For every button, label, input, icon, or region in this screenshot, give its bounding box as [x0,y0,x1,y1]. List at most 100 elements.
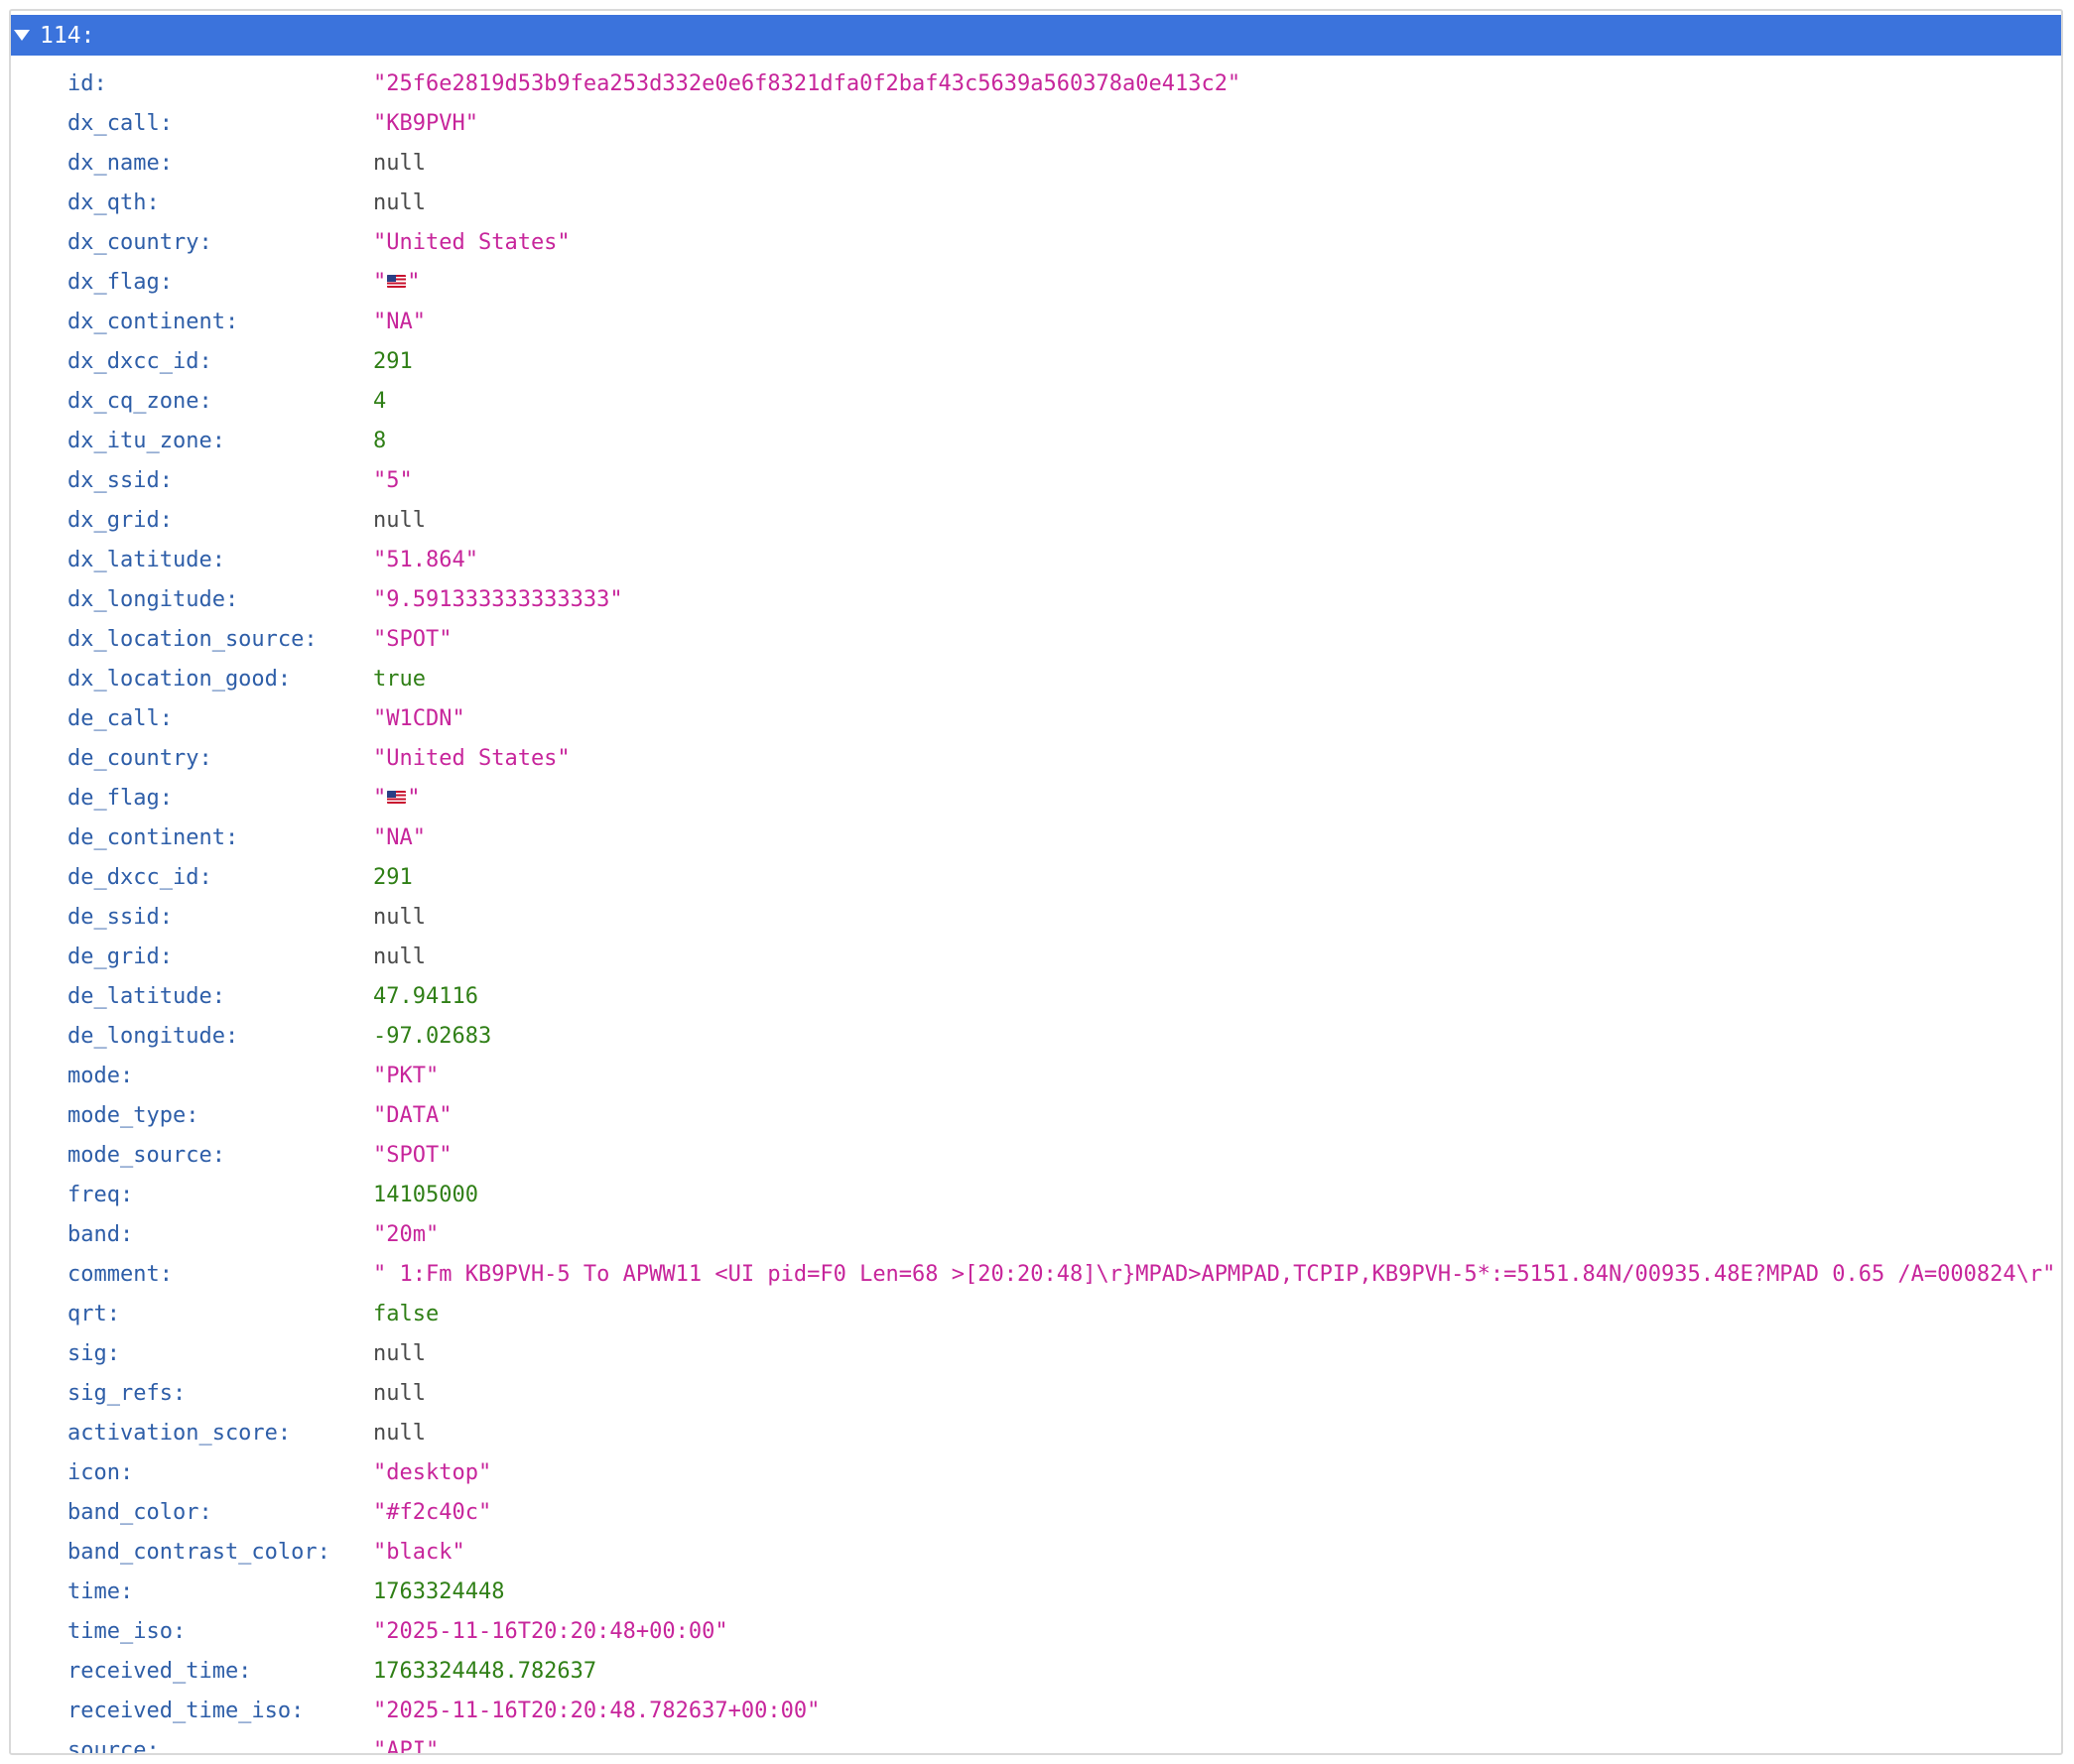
property-key: qrt: [67,1302,120,1326]
property-value: 14105000 [373,1183,478,1207]
object-node-header[interactable]: 114: [11,15,2061,56]
property-key: received_time: [67,1659,252,1684]
property-key: dx_itu_zone: [67,429,225,453]
property-key: band_contrast_color: [67,1540,330,1565]
property-row: id: "25f6e2819d53b9fea253d332e0e6f8321dfa… [11,64,2061,104]
property-key: dx_location_source: [67,627,318,652]
property-row: time_iso:"2025-11-16T20:20:48+00:00" [11,1612,2061,1652]
property-key: dx_continent: [67,310,239,334]
property-row: activation_score: null [11,1414,2061,1453]
property-key: dx_latitude: [67,548,225,572]
property-value: "51.864" [373,548,478,572]
property-key: de_flag: [67,786,173,811]
property-value: "PKT" [373,1064,440,1088]
property-row: de_country: "United States" [11,739,2061,779]
property-key: de_latitude: [67,984,225,1009]
property-row: source: "API" [11,1731,2061,1755]
property-row: freq: 14105000 [11,1176,2061,1215]
property-row: de_flag: "" [11,779,2061,819]
property-key: received_time_iso: [67,1699,305,1723]
property-value: null [373,151,426,176]
property-key: band_color: [67,1500,212,1525]
property-value: 4 [373,389,387,414]
property-row: dx_country:"United States" [11,223,2061,263]
property-row: dx_cq_zone: 4 [11,382,2061,422]
property-row: dx_location_good:true [11,660,2061,699]
property-key: mode_source: [67,1143,225,1168]
property-value: "United States" [373,746,571,771]
property-row: band_contrast_color: "black" [11,1533,2061,1573]
property-row: received_time_iso:"2025-11-16T20:20:48.7… [11,1692,2061,1731]
property-value: "NA" [373,825,426,850]
property-row: dx_location_source:"SPOT" [11,620,2061,660]
property-row: comment:" 1:Fm KB9PVH-5 To APWW11 <UI pi… [11,1255,2061,1295]
property-key: id: [67,71,107,96]
property-key: time_iso: [67,1619,187,1644]
property-value: "KB9PVH" [373,111,478,136]
property-value: "W1CDN" [373,706,465,731]
property-value: 47.94116 [373,984,478,1009]
us-flag-icon [387,275,407,288]
property-key: de_country: [67,746,212,771]
property-key: mode: [67,1064,134,1088]
property-row: time:1763324448 [11,1573,2061,1612]
property-row: dx_ssid: "5" [11,461,2061,501]
property-value: null [373,1381,426,1406]
property-value: "DATA" [373,1103,453,1128]
property-key: dx_ssid: [67,468,173,493]
property-value: false [373,1302,440,1326]
property-row: icon:"desktop" [11,1453,2061,1493]
property-key: dx_cq_zone: [67,389,212,414]
json-viewer-panel: 114: id: "25f6e2819d53b9fea253d332e0e6f83… [9,9,2063,1755]
property-key: source: [67,1738,160,1755]
property-value: 1763324448 [373,1579,505,1604]
property-key: dx_longitude: [67,587,239,612]
property-row: sig:null [11,1334,2061,1374]
property-value: "20m" [373,1222,440,1247]
property-row: de_longitude:-97.02683 [11,1017,2061,1057]
property-key: sig_refs: [67,1381,187,1406]
property-row: dx_longitude:"9.591333333333333" [11,580,2061,620]
property-value: "#f2c40c" [373,1500,492,1525]
property-row: qrt: false [11,1295,2061,1334]
property-key: band: [67,1222,134,1247]
property-row: band_color: "#f2c40c" [11,1493,2061,1533]
property-key: dx_location_good: [67,667,292,692]
property-key: de_call: [67,706,173,731]
property-row: de_call: "W1CDN" [11,699,2061,739]
property-key: de_continent: [67,825,239,850]
property-value: "25f6e2819d53b9fea253d332e0e6f8321dfa0f2… [373,71,1241,96]
property-key: de_ssid: [67,905,173,930]
property-key: mode_type: [67,1103,199,1128]
property-value: null [373,905,426,930]
property-row: received_time:1763324448.782637 [11,1652,2061,1692]
property-key: comment: [67,1262,173,1287]
property-value: null [373,190,426,215]
property-key: dx_qth: [67,190,160,215]
property-value: "" [373,786,421,811]
property-value: "5" [373,468,413,493]
property-value: "NA" [373,310,426,334]
property-value: "API" [373,1738,440,1755]
property-row: dx_latitude: "51.864" [11,541,2061,580]
property-row: band: "20m" [11,1215,2061,1255]
property-value: null [373,1421,426,1446]
property-row: dx_grid:null [11,501,2061,541]
property-key: de_longitude: [67,1024,239,1049]
property-key: dx_call: [67,111,173,136]
property-row: dx_flag:"" [11,263,2061,303]
property-key: freq: [67,1183,134,1207]
property-row: dx_continent: "NA" [11,303,2061,342]
property-key: de_grid: [67,945,173,969]
property-row: dx_call: "KB9PVH" [11,104,2061,144]
property-value: "United States" [373,230,571,255]
property-row: mode: "PKT" [11,1057,2061,1096]
property-row: mode_type: "DATA" [11,1096,2061,1136]
chevron-down-icon[interactable] [14,30,30,41]
property-value: null [373,945,426,969]
property-value: "black" [373,1540,465,1565]
property-value: "" [373,270,421,295]
property-key: activation_score: [67,1421,292,1446]
property-key: dx_dxcc_id: [67,349,212,374]
property-value: 291 [373,865,413,890]
